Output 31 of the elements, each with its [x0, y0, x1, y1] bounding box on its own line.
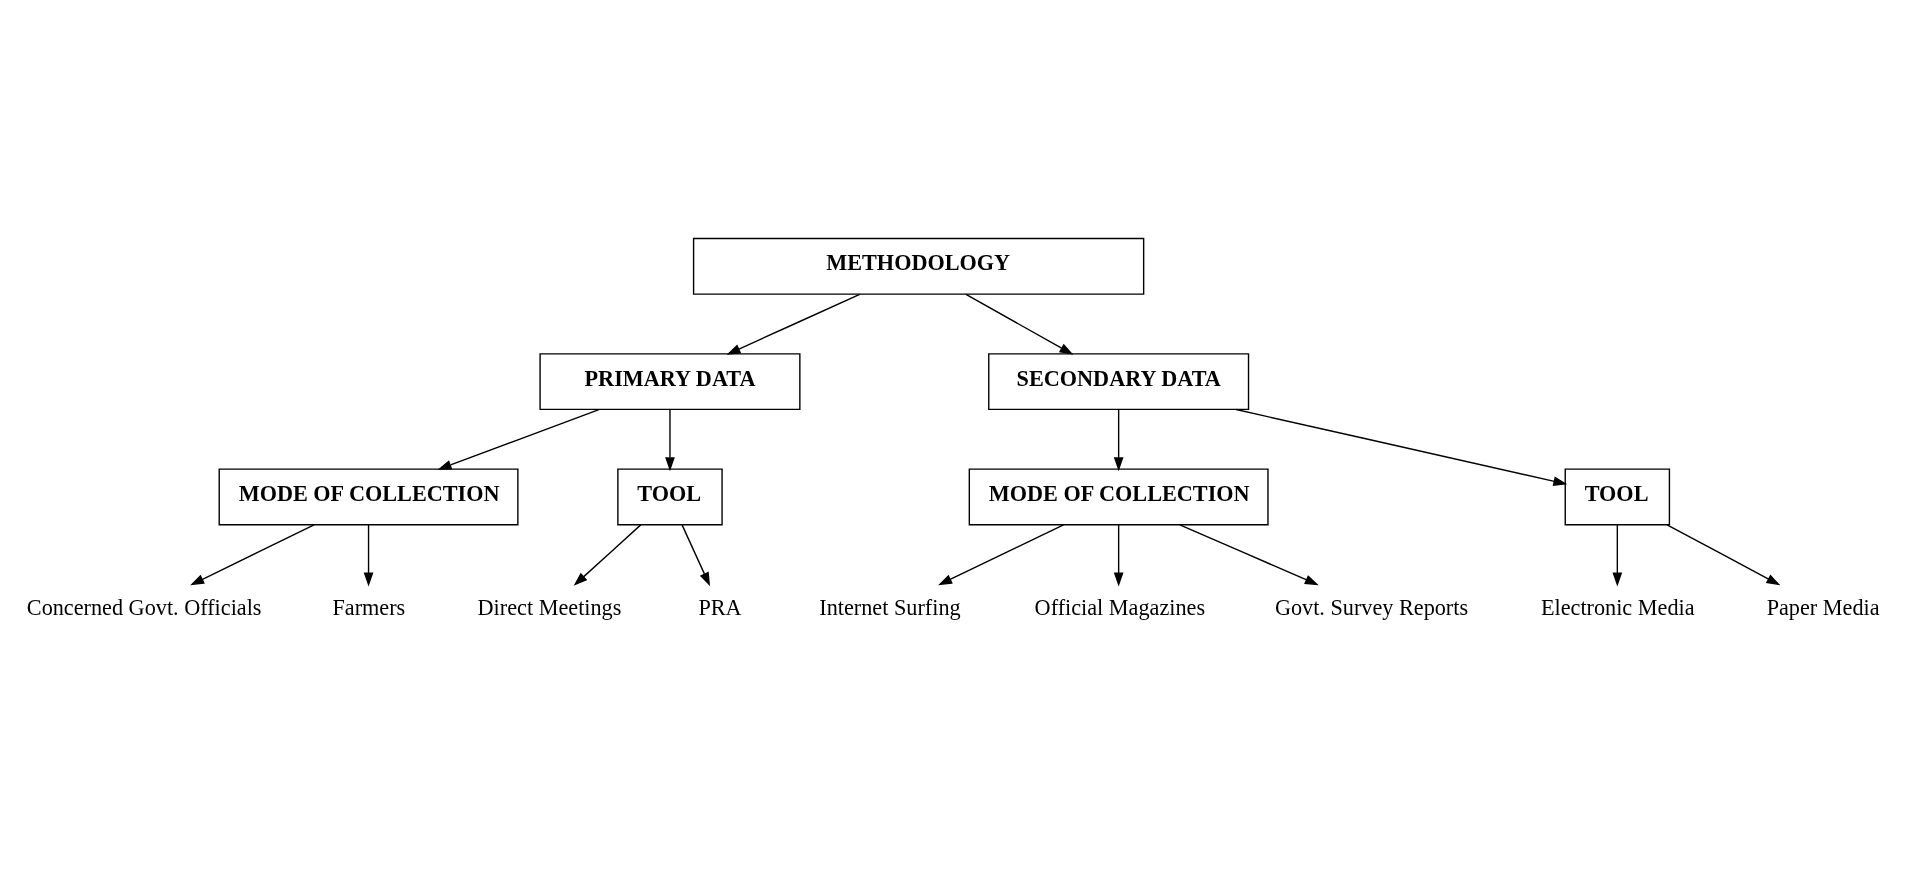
arrow [681, 523, 711, 586]
node-box: MODE OF COLLECTION [218, 467, 519, 525]
arrow [1666, 523, 1781, 585]
node-box: METHODOLOGY [692, 237, 1145, 295]
node-box: PRIMARY DATA [539, 352, 801, 410]
arrow [1179, 523, 1319, 585]
node-text: Internet Surfing [819, 594, 961, 620]
node-text: Direct Meetings [477, 594, 622, 620]
arrow [363, 523, 374, 586]
node-text: Farmers [332, 594, 406, 620]
node-text: Official Magazines [1034, 594, 1206, 620]
arrow [573, 523, 642, 586]
arrow [1113, 408, 1124, 471]
arrow [726, 293, 861, 355]
node-text: Concerned Govt. Officials [26, 594, 262, 620]
node-text: Electronic Media [1540, 594, 1695, 620]
node-text: Paper Media [1766, 594, 1880, 620]
node-box: SECONDARY DATA [988, 352, 1250, 410]
arrow [1235, 408, 1568, 486]
arrow [437, 408, 600, 470]
node-box: TOOL [1564, 467, 1671, 525]
arrow [1612, 523, 1623, 586]
node-box: TOOL [617, 467, 723, 525]
node-text: PRA [698, 594, 742, 620]
arrow [965, 293, 1074, 355]
arrow [665, 408, 675, 471]
node-box: MODE OF COLLECTION [968, 467, 1269, 525]
arrow [190, 523, 315, 585]
arrow [938, 523, 1065, 585]
node-text: Govt. Survey Reports [1274, 594, 1469, 620]
arrow [1113, 523, 1124, 586]
